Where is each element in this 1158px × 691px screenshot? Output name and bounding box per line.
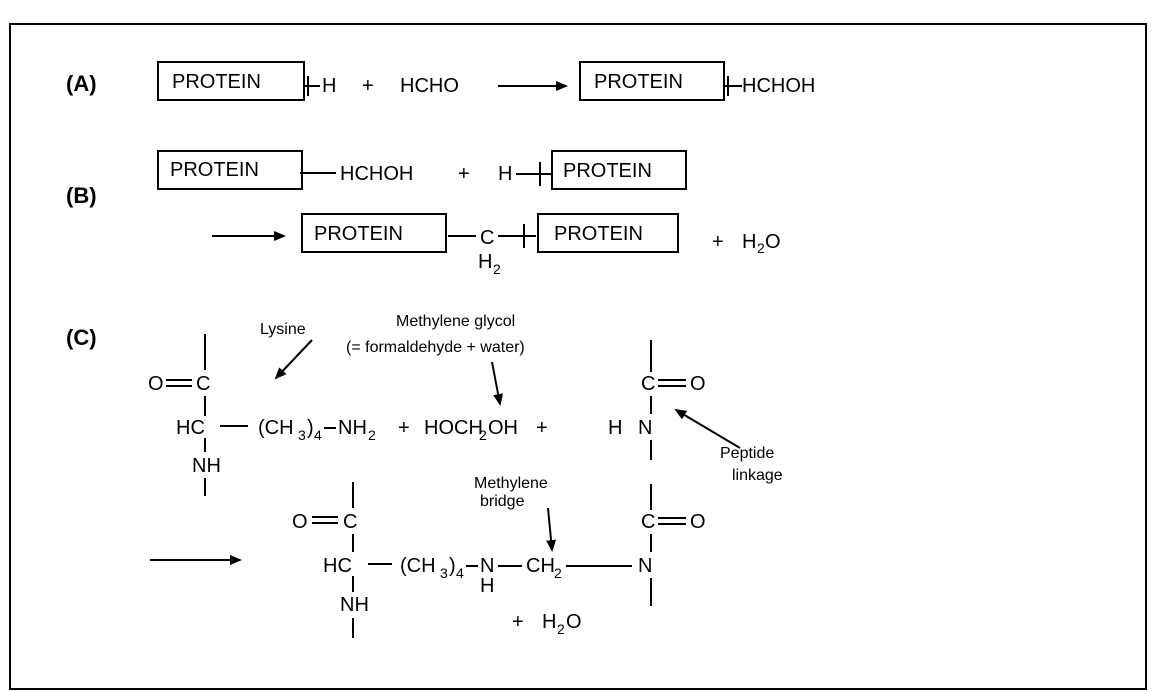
subscript-3: 3 [298, 427, 306, 443]
panel-label-b: (B) [66, 183, 97, 208]
chain-label: (CH [400, 555, 436, 577]
amine-label: NH [192, 455, 221, 477]
hydrogen-label: H [608, 417, 622, 439]
nitrogen-label: N [638, 417, 652, 439]
oxygen-label: O [690, 373, 706, 395]
subscript-3: 3 [440, 565, 448, 581]
nitrogen-label: N [638, 555, 652, 577]
panel-label-a: (A) [66, 71, 97, 96]
water-o: O [566, 611, 582, 633]
hydrogen-label: H [322, 75, 336, 97]
chain-close: ) [307, 417, 314, 439]
bridge-annotation: bridge [480, 493, 525, 510]
water-o: O [765, 231, 781, 253]
formaldehyde-label: HCHO [400, 75, 459, 97]
subscript-2: 2 [554, 565, 562, 581]
subscript-2: 2 [479, 427, 487, 443]
lysine-annotation: Lysine [260, 321, 306, 338]
panel-label-c: (C) [66, 325, 97, 350]
protein-box [157, 150, 303, 190]
hydrogen-label: H [480, 575, 494, 597]
nitrogen-label: N [480, 555, 494, 577]
methylene-annotation: Methylene [474, 475, 548, 492]
peptide-annotation: Peptide [720, 445, 774, 462]
hydroxymethyl-label: HCHOH [340, 163, 413, 185]
carbon-label: C [196, 373, 210, 395]
formaldehyde-water-note: (= formaldehyde + water) [346, 339, 525, 356]
amine-label: NH [340, 594, 369, 616]
hydroxymethyl-label: HCHOH [742, 75, 815, 97]
subscript-2: 2 [757, 240, 765, 256]
alpha-carbon-label: HC [323, 555, 352, 577]
protein-box [537, 213, 679, 253]
plus-sign: + [398, 417, 410, 439]
protein-box [551, 150, 687, 190]
chain-close: ) [449, 555, 456, 577]
protein-box [301, 213, 447, 253]
methylene-label: CH [526, 555, 555, 577]
subscript-4: 4 [314, 427, 322, 443]
subscript-2: 2 [368, 427, 376, 443]
protein-box [157, 61, 305, 101]
protein-box [579, 61, 725, 101]
diagram-frame [9, 23, 1147, 690]
methylene-glycol-annotation: Methylene glycol [396, 313, 515, 330]
chain-label: (CH [258, 417, 294, 439]
amino-label: NH [338, 417, 367, 439]
protein-label: PROTEIN [170, 159, 259, 181]
plus-sign: + [458, 163, 470, 185]
water-h: H [542, 611, 556, 633]
plus-sign: + [712, 231, 724, 253]
methylene-glycol-formula: HOCH [424, 417, 483, 439]
water-h: H [742, 231, 756, 253]
subscript-2: 2 [557, 621, 565, 637]
carbon-label: C [343, 511, 357, 533]
carbon-label: C [641, 511, 655, 533]
plus-sign: + [512, 611, 524, 633]
hydrogen-label: H [498, 163, 512, 185]
protein-label: PROTEIN [563, 160, 652, 182]
carbon-label: C [480, 227, 494, 249]
reaction-c: (C) Lysine Methylene glycol (= formaldeh… [66, 313, 783, 638]
methylene-glycol-formula-end: OH [488, 417, 518, 439]
protein-label: PROTEIN [172, 71, 261, 93]
carbon-label: C [641, 373, 655, 395]
oxygen-label: O [292, 511, 308, 533]
plus-sign: + [362, 75, 374, 97]
subscript-4: 4 [456, 565, 464, 581]
reaction-a: (A) PROTEIN H + HCHO PROTEIN HCHOH [66, 61, 815, 101]
protein-label: PROTEIN [594, 71, 683, 93]
oxygen-label: O [148, 373, 164, 395]
reaction-b: (B) PROTEIN HCHOH + H PROTEIN PROTEIN C … [66, 150, 781, 277]
alpha-carbon-label: HC [176, 417, 205, 439]
plus-sign: + [536, 417, 548, 439]
hydrogen-label: H [478, 251, 492, 273]
oxygen-label: O [690, 511, 706, 533]
linkage-annotation: linkage [732, 467, 783, 484]
protein-label: PROTEIN [314, 223, 403, 245]
subscript-2: 2 [493, 261, 501, 277]
protein-label: PROTEIN [554, 223, 643, 245]
